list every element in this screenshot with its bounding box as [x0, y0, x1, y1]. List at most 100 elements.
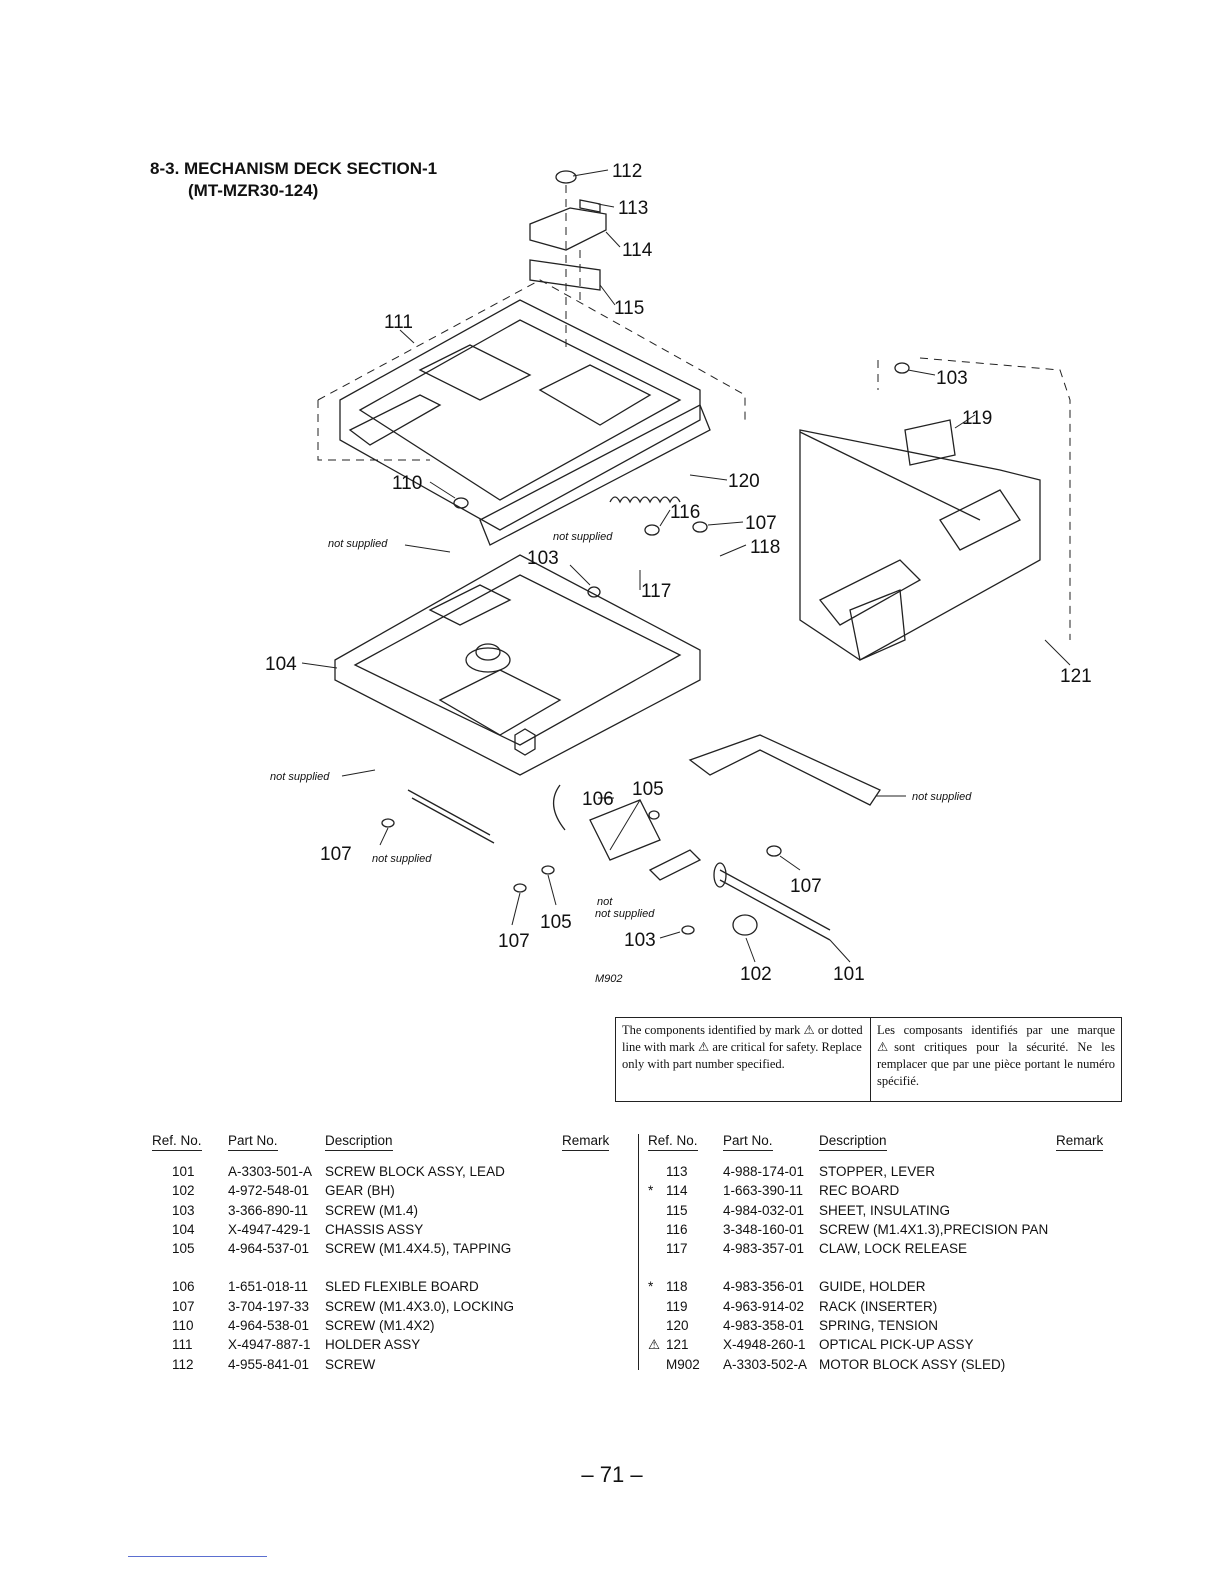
exploded-view-diagram: 112 113 114 115 111 103 119 120 110 116 … [265, 161, 1092, 985]
row-part-no: 4-963-914-02 [723, 1298, 805, 1314]
callout-114: 114 [622, 240, 653, 261]
callout-107-right: 107 [790, 876, 822, 897]
row-ref-no: 106 [172, 1279, 195, 1295]
optical-pickup-assembly [799, 357, 1071, 661]
row-ref-no: 103 [172, 1202, 195, 1218]
parts-list-right: Ref. No. Part No. Description Remark 113… [648, 1132, 1108, 1374]
row-ref-no: 102 [172, 1183, 195, 1199]
row-ref-no: 107 [172, 1298, 195, 1314]
callout-113: 113 [618, 198, 648, 219]
callout-110: 110 [392, 473, 422, 494]
row-description: RACK (INSERTER) [819, 1298, 938, 1314]
safety-notice-french: Les composants identifiés par une marque… [877, 1023, 1115, 1088]
header-remark: Remark [1056, 1132, 1104, 1151]
safety-notice-box: The components identified by mark ⚠ or d… [615, 1017, 1122, 1102]
row-part-no: 4-972-548-01 [228, 1183, 310, 1199]
page-number: – 71 – [581, 1462, 643, 1487]
row-description: STOPPER, LEVER [819, 1164, 936, 1179]
section-title-line2: (MT-MZR30-124) [188, 181, 319, 200]
section-title-line1: 8-3. MECHANISM DECK SECTION-1 [150, 159, 438, 178]
header-part-no: Part No. [723, 1132, 773, 1151]
header-description: Description [325, 1132, 393, 1151]
row-ref-no: 116 [666, 1221, 688, 1237]
row-part-no: A-3303-502-A [723, 1356, 808, 1372]
row-mark: ⚠ [648, 1337, 661, 1353]
row-description: SCREW (M1.4X1.3),PRECISION PAN [819, 1221, 1049, 1237]
note-not-supplied-110: not supplied [328, 538, 388, 550]
row-part-no: 4-983-358-01 [723, 1318, 805, 1334]
callout-m902: M902 [595, 973, 623, 985]
callout-118: 118 [750, 537, 780, 558]
row-description: SLED FLEXIBLE BOARD [325, 1279, 479, 1295]
note-supplied-bottom: not supplied [595, 908, 655, 920]
row-description: REC BOARD [819, 1183, 900, 1199]
callout-107-left: 107 [320, 844, 352, 865]
row-part-no: 3-366-890-11 [228, 1202, 309, 1218]
callout-117: 117 [641, 581, 671, 602]
row-ref-no: 115 [666, 1202, 688, 1218]
callout-105-upper: 105 [632, 779, 664, 800]
row-ref-no: 118 [666, 1279, 688, 1295]
callout-116: 116 [670, 502, 700, 523]
row-description: SCREW [325, 1356, 376, 1372]
callout-120: 120 [728, 471, 760, 492]
row-part-no: 4-964-538-01 [228, 1318, 310, 1334]
row-ref-no: 110 [172, 1318, 194, 1334]
callout-101: 101 [833, 964, 865, 985]
parts-list-left: Ref. No. Part No. Description Remark 101… [152, 1132, 632, 1374]
row-ref-no: M902 [666, 1356, 700, 1372]
row-part-no: 3-348-160-01 [723, 1221, 805, 1237]
row-description: SPRING, TENSION [819, 1318, 939, 1334]
callout-105-lower: 105 [540, 912, 572, 933]
row-description: CLAW, LOCK RELEASE [819, 1241, 968, 1257]
not-supplied-notes: not supplied not supplied not supplied n… [270, 531, 972, 920]
callout-112: 112 [612, 161, 642, 182]
callout-107-bottom: 107 [498, 931, 530, 952]
callout-103-bottom: 103 [624, 930, 656, 951]
row-part-no: 4-983-356-01 [723, 1279, 805, 1295]
row-description: CHASSIS ASSY [325, 1221, 424, 1237]
note-not-supplied-center: not supplied [553, 531, 613, 543]
row-ref-no: 101 [172, 1164, 195, 1179]
callout-119: 119 [962, 408, 992, 429]
note-not-supplied-shaft: not supplied [372, 853, 432, 865]
section-title: 8-3. MECHANISM DECK SECTION-1 (MT-MZR30-… [150, 158, 437, 202]
header-ref-no: Ref. No. [152, 1132, 202, 1151]
row-part-no: X-4948-260-1 [723, 1337, 806, 1353]
row-description: SCREW (M1.4X4.5), TAPPING [325, 1241, 512, 1257]
row-description: SCREW (M1.4) [325, 1202, 419, 1218]
callout-121: 121 [1060, 666, 1092, 687]
row-ref-no: 112 [172, 1356, 194, 1372]
note-not-supplied-left: not supplied [270, 771, 330, 783]
row-part-no: 1-663-390-11 [723, 1183, 804, 1199]
row-description: GUIDE, HOLDER [819, 1279, 926, 1295]
row-ref-no: 113 [666, 1164, 688, 1179]
sled-motor-assembly [407, 734, 881, 941]
table-row: 116 3-348-160-01 SCREW (M1.4X1.3),PRECISIO… [648, 1220, 1108, 1239]
callout-107-upper: 107 [745, 513, 777, 534]
row-ref-no: 117 [666, 1241, 688, 1257]
row-part-no: X-4947-887-1 [228, 1337, 311, 1353]
row-part-no: 4-984-032-01 [723, 1202, 805, 1218]
callout-115: 115 [614, 298, 644, 319]
callout-106: 106 [582, 789, 614, 810]
row-part-no: X-4947-429-1 [228, 1221, 311, 1237]
table-row: 103 3-366-890-11 SCREW (M1.4) [152, 1201, 632, 1220]
row-description: SHEET, INSULATING [819, 1202, 951, 1218]
note-not-bottom: not [597, 896, 613, 908]
group-spacer [152, 1258, 632, 1277]
note-not-supplied-right: not supplied [912, 791, 972, 803]
